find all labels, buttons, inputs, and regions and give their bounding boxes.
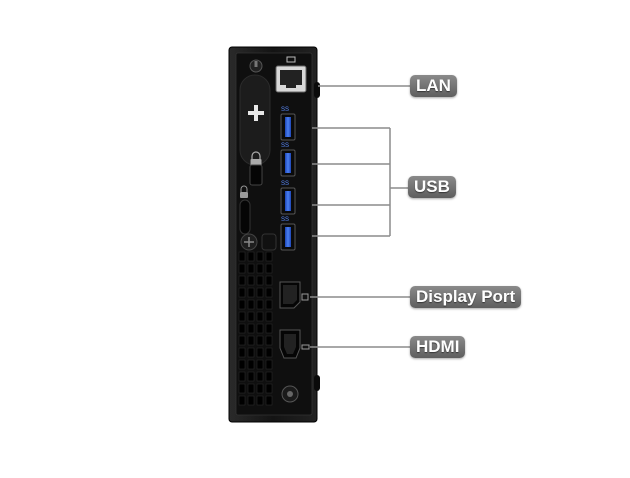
vent-slot [256,251,264,262]
vent-slot [238,299,246,310]
vent-slot [238,275,246,286]
vent-slot [247,311,255,322]
vent-slot [265,299,273,310]
usb-port: SS [280,107,296,141]
vent-slot [256,287,264,298]
usb-port-tongue [285,227,291,247]
usb-port: SS [280,181,296,215]
vent-slot [247,299,255,310]
vent-slot [265,335,273,346]
displayport-icon [301,293,309,301]
usb-port: SS [280,143,296,177]
vent-slot [265,323,273,334]
vent-slot [256,383,264,394]
vent-slot [238,311,246,322]
vent-slot [265,383,273,394]
usb-ss-marking: SS [281,107,289,113]
hdmi-port [279,329,310,359]
vent-slot [265,287,273,298]
usb-port-tongue [285,191,291,211]
vent-slot [265,395,273,406]
vent-slot [256,275,264,286]
vent-slot [247,359,255,370]
vent-slot [247,287,255,298]
vent-slot [247,275,255,286]
leader-lines [310,85,410,348]
vent-slot [265,311,273,322]
vent-slot [265,359,273,370]
usb-ss-marking: SS [281,181,289,187]
vent-slot [265,347,273,358]
usb-ss-marking: SS [281,217,289,223]
vent-slot [256,323,264,334]
vent-slot [238,383,246,394]
hdmi-icon [301,344,310,350]
vent-slot [256,335,264,346]
vent-slot [238,335,246,346]
vent-slot [265,275,273,286]
vent-slot [238,371,246,382]
vent-slot [247,383,255,394]
vent-slot [247,371,255,382]
vent-slot [238,347,246,358]
plus-icon [248,105,264,121]
usb-ports: SS SS SS SS [280,107,296,251]
vent-slot [238,251,246,262]
vent-slot [238,359,246,370]
vent-slot [247,251,255,262]
display-port-label: Display Port [410,286,522,308]
usb-label: USB [408,176,456,198]
vent-slot [265,263,273,274]
vent-grille [238,251,273,406]
vent-slot [247,263,255,274]
hdmi-label: HDMI [410,336,466,358]
vent-slot [238,287,246,298]
vent-slot [247,323,255,334]
usb-port: SS [280,217,296,251]
usb-port-tongue [285,153,291,173]
padlock-loop-icon [240,185,248,198]
vent-slot [256,347,264,358]
displayport-port [279,281,309,309]
vent-slot [265,371,273,382]
screw-icon [240,233,258,251]
security-slot [249,164,263,186]
vent-slot [265,251,273,262]
vent-slot [256,263,264,274]
vent-slot [256,371,264,382]
padlock-loop [239,199,251,235]
vent-slot [247,395,255,406]
vent-slot [247,347,255,358]
vent-slot [247,335,255,346]
lan-port [275,56,307,93]
vent-slot [256,311,264,322]
vent-slot [238,323,246,334]
vent-slot [256,359,264,370]
power-icon [249,59,263,73]
vent-slot [238,395,246,406]
vent-slot [256,395,264,406]
usb-leader-lines [312,127,408,237]
reset-button [281,385,299,403]
network-icon [286,56,296,63]
vent-slot [256,299,264,310]
usb-port-tongue [285,117,291,137]
antenna-mount [261,233,277,251]
vent-slot [238,263,246,274]
usb-ss-marking: SS [281,143,289,149]
lan-label: LAN [410,75,457,97]
